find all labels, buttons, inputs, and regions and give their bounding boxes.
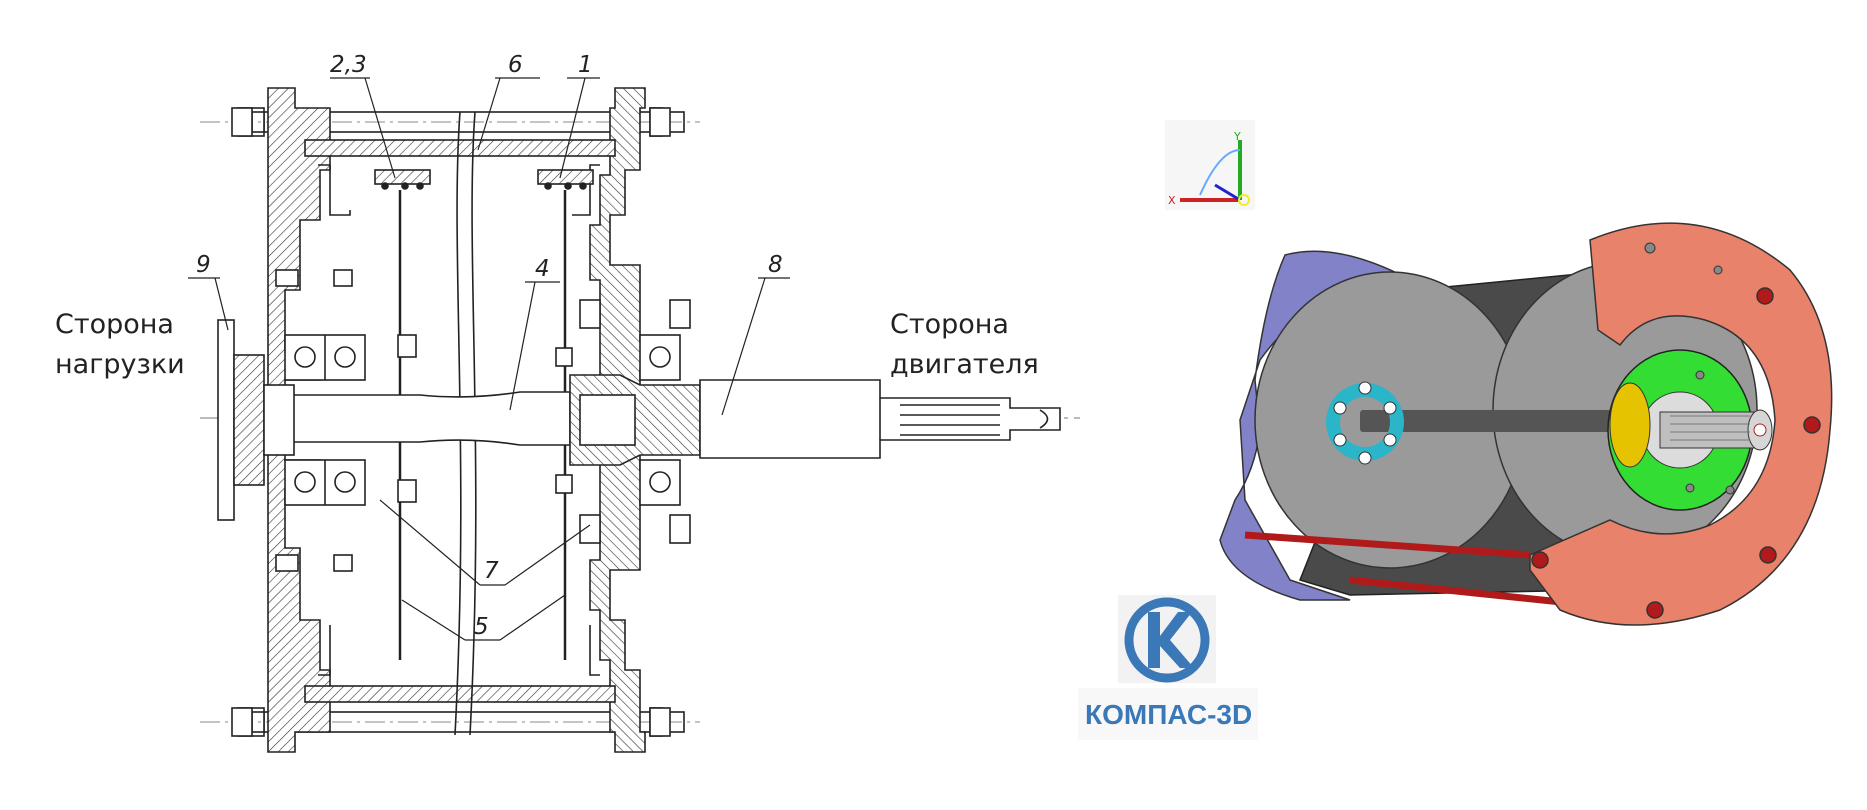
yellow-ring: [1609, 382, 1651, 468]
motor-side-label-line2: двигателя: [890, 349, 1039, 380]
callout-6: 6: [508, 52, 523, 78]
motor-side-label-line1: Сторона: [890, 309, 1009, 340]
right-flange: [1529, 222, 1833, 626]
shaft-4: [289, 391, 571, 446]
tie-rods: [1244, 531, 1591, 609]
load-side-label-line1: Сторона: [55, 309, 174, 340]
splined-shaft-end: [1659, 409, 1773, 451]
section-drawing: [188, 77, 1080, 753]
flange-bolts: [1531, 287, 1821, 619]
center-shaft: [1360, 410, 1640, 432]
callout-8: 8: [768, 252, 783, 278]
load-side-label-line2: нагрузки: [55, 349, 185, 380]
nuts: [231, 107, 691, 737]
housing-shell-bottom: [304, 685, 616, 703]
callout-4: 4: [535, 256, 550, 282]
bearing-right: [639, 334, 681, 506]
break-line-left: [454, 111, 462, 736]
break-line-right: [469, 111, 477, 736]
3d-model: X Y: [1165, 120, 1833, 626]
callout-5: 5: [474, 614, 489, 640]
callout-2-3: 2,3: [330, 52, 367, 78]
axis-y-label: Y: [1233, 130, 1241, 143]
callout-1: 1: [578, 52, 593, 78]
kompas-k-logo-icon: [1124, 597, 1210, 683]
leader-lines: [188, 77, 790, 641]
left-hub: [1326, 381, 1404, 465]
kompas-logo-text: КОМПАС-3D: [1085, 699, 1252, 730]
callout-7: 7: [484, 558, 499, 584]
axis-x-label: X: [1168, 194, 1176, 207]
load-flange: [217, 319, 235, 521]
bearings-left: [284, 334, 366, 506]
flange-holes: [1644, 242, 1735, 495]
housing-shell-top: [304, 139, 616, 157]
kompas-logo: КОМПАС-3D: [1078, 595, 1258, 740]
axis-triad-icon: X Y: [1165, 120, 1255, 210]
callout-9: 9: [196, 252, 211, 278]
